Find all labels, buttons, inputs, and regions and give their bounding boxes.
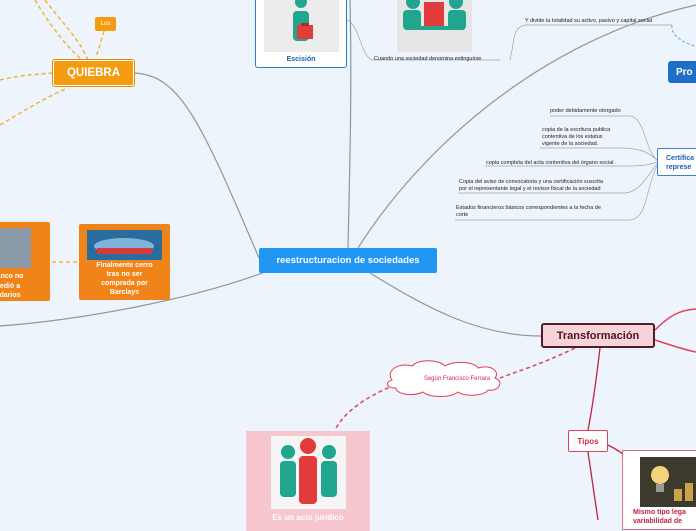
certificado-line: represe [666, 164, 692, 171]
los-label: Los [100, 21, 111, 27]
copia-escritura-text: copia de la escritura publica contentiva… [542, 127, 610, 147]
bank-building-image [0, 228, 31, 268]
copia-aviso-text: Copia del aviso de convocatoria y una ce… [459, 179, 603, 193]
text-line: corte [456, 211, 469, 218]
barclays-card-line: Finalmente cerro [96, 262, 153, 269]
tipos-label: Tipos [577, 436, 599, 446]
meeting-image [397, 0, 472, 52]
acto-juridico-label: Es un acto jurídico [272, 513, 344, 522]
procedimiento-label: Pro [676, 66, 693, 78]
connector-lines [0, 0, 696, 520]
los-node[interactable]: Los [95, 17, 116, 31]
mismo-tipo-label: Mismo tipo lega variabilidad de [633, 509, 696, 526]
escision-label: Escisión [286, 56, 316, 63]
estados-text: Estados financieros básicos correspondie… [456, 205, 601, 219]
text-line: copia de la escritura publica [542, 127, 611, 133]
text-line: vigente de la sociedad. [542, 140, 599, 147]
text-line: contentiva de los estatus [542, 133, 603, 140]
poder-text: poder debidamente otorgado [550, 108, 621, 114]
text-line: Copia del aviso de convocatoria y una ce… [459, 179, 603, 185]
person-with-briefcase-icon [264, 0, 339, 52]
barclays-card-line: comprada por [101, 280, 148, 287]
bank-card[interactable]: anco no edió a darios [0, 222, 50, 301]
acto-juridico-node[interactable]: Es un acto jurídico [246, 431, 370, 531]
barclays-card-line: tras no ser [106, 271, 143, 278]
extinguirse-text: Cuando una sociedad denomina extinguirse [374, 56, 482, 62]
text-line: Estados financieros básicos correspondie… [456, 205, 601, 211]
certificado-node[interactable]: Certifica represe [657, 148, 696, 176]
bank-card-line: darios [0, 292, 21, 299]
central-topic-label: reestructuracion de sociedades [276, 255, 420, 266]
people-group-icon [271, 436, 346, 509]
ferrara-cloud-label[interactable]: Según Francisco Ferrara [423, 376, 491, 382]
barclays-card-line: Barclays [109, 289, 140, 296]
quiebra-node[interactable]: QUIEBRA [53, 60, 134, 86]
bank-card-line: anco no [0, 273, 24, 280]
mismo-tipo-node[interactable]: Mismo tipo lega variabilidad de [622, 450, 696, 530]
quiebra-label: QUIEBRA [66, 67, 121, 79]
lightbulb-coins-image [640, 457, 696, 507]
bank-card-line: edió a [0, 282, 21, 290]
text-line: por el representante legal y el revisor … [459, 185, 601, 192]
barclays-card-label: Finalmente cerro tras no ser comprada po… [81, 261, 168, 297]
barclays-card[interactable]: Finalmente cerro tras no ser comprada po… [79, 224, 170, 300]
procedimiento-node[interactable]: Pro [668, 61, 696, 83]
escision-node[interactable]: Escisión [255, 0, 347, 68]
tipos-node[interactable]: Tipos [568, 430, 608, 452]
certificado-line: Certifica [666, 155, 695, 162]
divide-text: Y divide la totalidad su activo, pasivo … [525, 18, 653, 24]
bank-card-label: anco no edió a darios [0, 272, 30, 301]
central-topic[interactable]: reestructuracion de sociedades [259, 248, 437, 273]
mismo-tipo-line: Mismo tipo lega [633, 509, 686, 516]
copia-acta-text: copia completa del acta contentiva del ó… [486, 160, 614, 166]
stadium-image [87, 230, 162, 260]
mismo-tipo-line: variabilidad de [633, 517, 683, 525]
transformacion-label: Transformación [556, 329, 640, 342]
transformacion-node[interactable]: Transformación [541, 323, 655, 348]
